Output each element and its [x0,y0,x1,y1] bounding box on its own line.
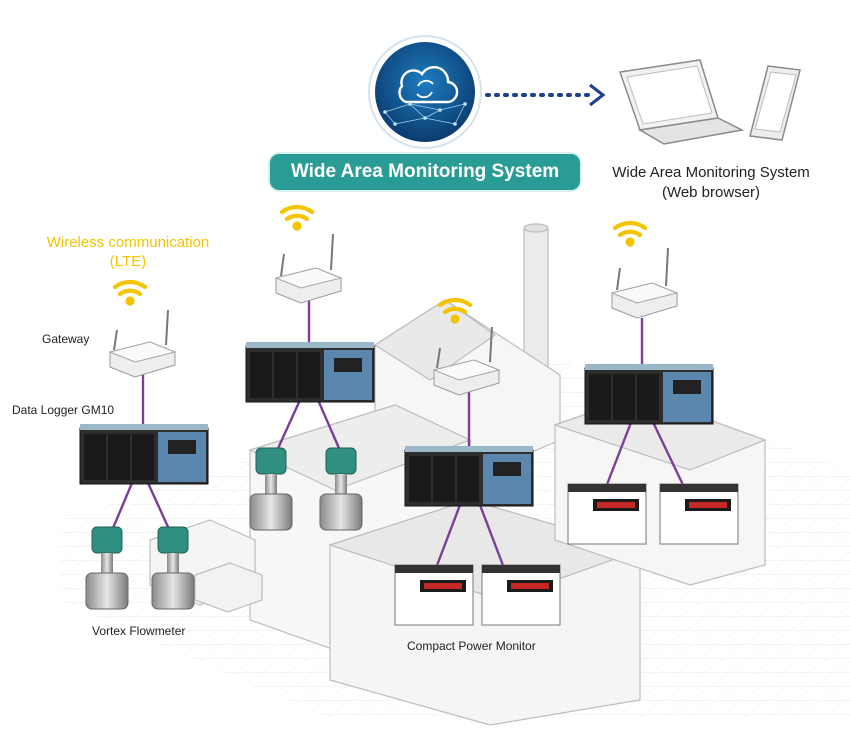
gateway-router [108,309,177,378]
power-monitor-label: Compact Power Monitor [407,639,536,653]
power-monitor [567,483,647,545]
wifi-icon [612,220,648,247]
wifi-icon [279,204,315,231]
vortex-flowmeter [319,447,363,531]
gateway-router [274,233,343,304]
system-title-banner: Wide Area Monitoring System [270,154,580,190]
wireless-communication-label: Wireless communication (LTE) [30,233,226,271]
power-monitor [481,564,561,626]
wireless-label-line1: Wireless communication [46,234,210,251]
vortex-flowmeter-label: Vortex Flowmeter [92,624,186,638]
vortex-flowmeter [151,526,195,610]
vortex-flowmeter [249,447,293,531]
data-logger [245,342,375,403]
data-logger [404,446,534,507]
web-browser-label-line1: Wide Area Monitoring System [612,164,810,181]
gateway-router [610,247,679,319]
connection-lines [106,296,686,569]
data-logger [79,424,209,485]
cloud-sync-icon [368,35,482,149]
wireless-label-line2: (LTE) [109,253,147,270]
wifi-icon [112,279,148,306]
data-logger [584,364,714,425]
dotted-arrow [485,83,606,107]
gateway-router [432,326,501,396]
gateway-label: Gateway [42,332,90,346]
power-monitor [659,483,739,545]
web-browser-label: Wide Area Monitoring System (Web browser… [595,163,827,203]
vortex-flowmeter [85,526,129,610]
wifi-icon [437,297,473,324]
laptop-icon [618,59,745,145]
web-browser-label-line2: (Web browser) [661,184,761,201]
power-monitor [394,564,474,626]
smartphone-icon [749,65,801,141]
data-logger-label: Data Logger GM10 [12,403,115,417]
